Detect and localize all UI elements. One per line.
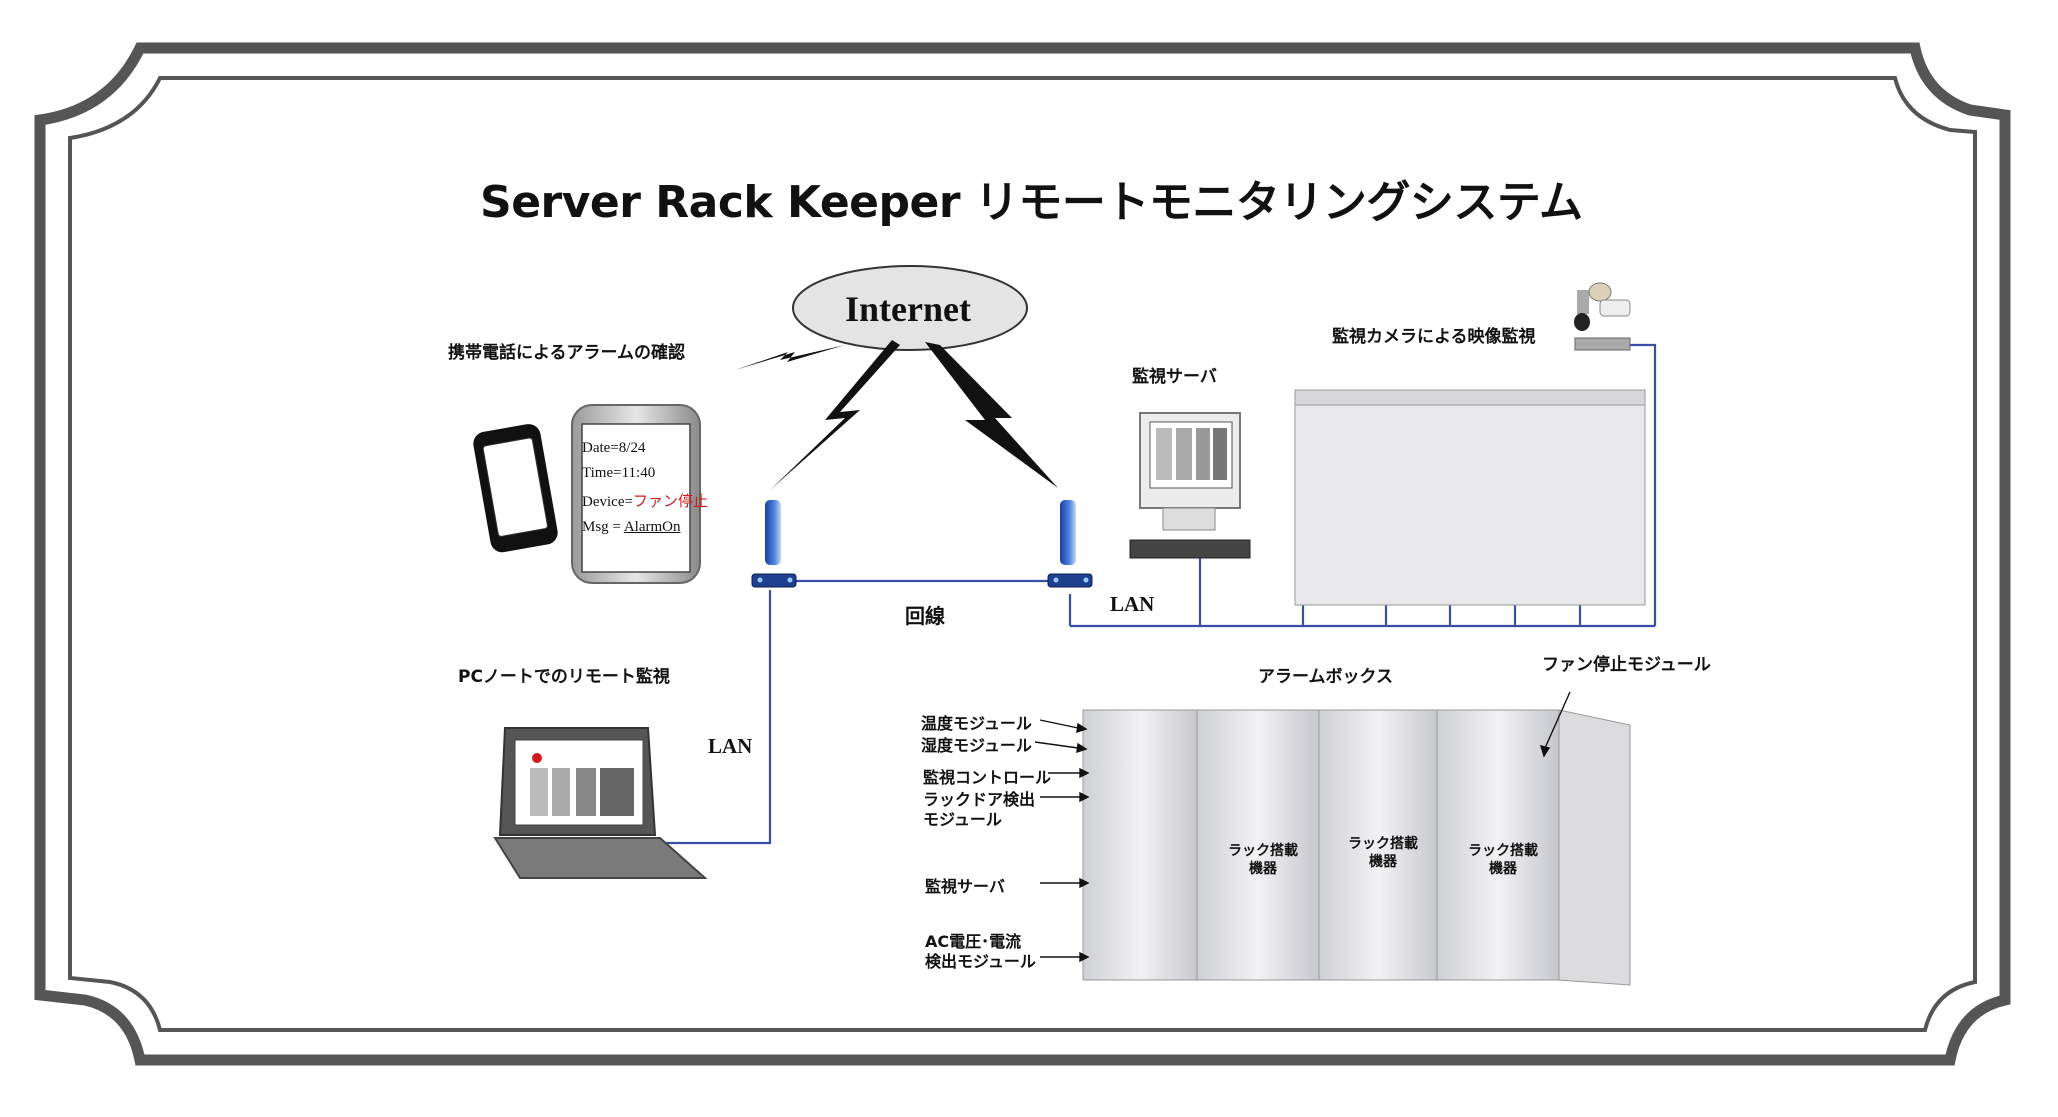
callout-ac-2: 検出モジュール bbox=[925, 952, 1036, 971]
rack-equipment-line-1: ラック搭載 bbox=[1348, 836, 1418, 852]
cabinet-4 bbox=[1436, 709, 1560, 981]
screen-msg: Msg = AlarmOn bbox=[582, 519, 708, 536]
page-title: Server Rack Keeper リモートモニタリングシステム bbox=[480, 177, 1583, 228]
decorative-frame bbox=[34, 42, 2011, 1066]
monitor-server-top-label: 監視サーバ bbox=[1132, 367, 1217, 387]
callout-ac-1: AC電圧･電流 bbox=[925, 932, 1022, 951]
screen-device: Device=ファン停止 bbox=[582, 490, 708, 511]
network-lines bbox=[655, 343, 1657, 845]
screen-device-prefix: Device= bbox=[582, 494, 633, 510]
surveillance-camera-icon bbox=[1574, 282, 1631, 351]
rack-equipment-line-2: 機器 bbox=[1249, 861, 1277, 877]
rack-equipment-label-2: ラック搭載機器 bbox=[1348, 835, 1418, 871]
callout-monitor-server: 監視サーバ bbox=[925, 877, 1005, 896]
alarm-box-label: アラームボックス bbox=[1258, 667, 1393, 687]
wireless-link-right bbox=[925, 342, 1058, 488]
rack-equipment-label-3: ラック搭載機器 bbox=[1468, 842, 1538, 878]
fan-stop-module-label: ファン停止モジュール bbox=[1542, 655, 1711, 675]
router-right bbox=[1047, 500, 1093, 588]
callout-temperature: 温度モジュール bbox=[921, 714, 1032, 733]
server-rack-row bbox=[1294, 389, 1646, 606]
screen-date: Date=8/24 bbox=[582, 440, 646, 456]
cabinet-door bbox=[1558, 709, 1631, 986]
lan-right-label: LAN bbox=[1110, 592, 1155, 616]
rack-equipment-line-2: 機器 bbox=[1369, 854, 1397, 870]
smartphone-icon bbox=[473, 424, 558, 553]
lan-left-label: LAN bbox=[708, 734, 753, 758]
callout-arrows bbox=[1034, 691, 1571, 963]
camera-monitoring-label: 監視カメラによる映像監視 bbox=[1332, 327, 1536, 347]
rack-equipment-line-1: ラック搭載 bbox=[1228, 843, 1298, 859]
wireless-link-phone bbox=[735, 345, 845, 370]
phone-screen-text: Date=8/24 Time=11:40 Device=ファン停止 Msg = … bbox=[582, 440, 708, 536]
cabinet-2 bbox=[1196, 709, 1320, 981]
cabinet-3 bbox=[1318, 709, 1440, 981]
screen-device-value: ファン停止 bbox=[632, 494, 708, 510]
callout-humidity: 湿度モジュール bbox=[921, 736, 1032, 755]
screen-msg-value: AlarmOn bbox=[623, 519, 681, 535]
laptop-icon bbox=[493, 727, 708, 879]
rack-cabinets bbox=[1082, 709, 1631, 986]
monitor-server-top-icon bbox=[1129, 412, 1251, 559]
screen-time: Time=11:40 bbox=[582, 465, 656, 481]
line-label: 回線 bbox=[905, 604, 945, 628]
rack-equipment-label-1: ラック搭載機器 bbox=[1228, 842, 1298, 878]
callout-rack-door-2: モジュール bbox=[923, 810, 1002, 829]
router-left bbox=[751, 500, 797, 588]
rack-equipment-line-2: 機器 bbox=[1489, 861, 1517, 877]
mobile-phone bbox=[571, 404, 701, 584]
screen-msg-prefix: Msg = bbox=[582, 519, 624, 535]
wireless-link-left bbox=[770, 340, 900, 490]
mobile-alarm-label: 携帯電話によるアラームの確認 bbox=[448, 343, 685, 363]
rack-equipment-line-1: ラック搭載 bbox=[1468, 843, 1538, 859]
callout-rack-door-1: ラックドア検出 bbox=[923, 790, 1036, 809]
cabinet-1 bbox=[1082, 709, 1200, 981]
callout-monitor-control: 監視コントロール bbox=[923, 768, 1052, 787]
pc-remote-label: PCノートでのリモート監視 bbox=[458, 667, 670, 687]
internet-label: Internet bbox=[845, 289, 971, 329]
internet-cloud bbox=[792, 265, 1028, 351]
